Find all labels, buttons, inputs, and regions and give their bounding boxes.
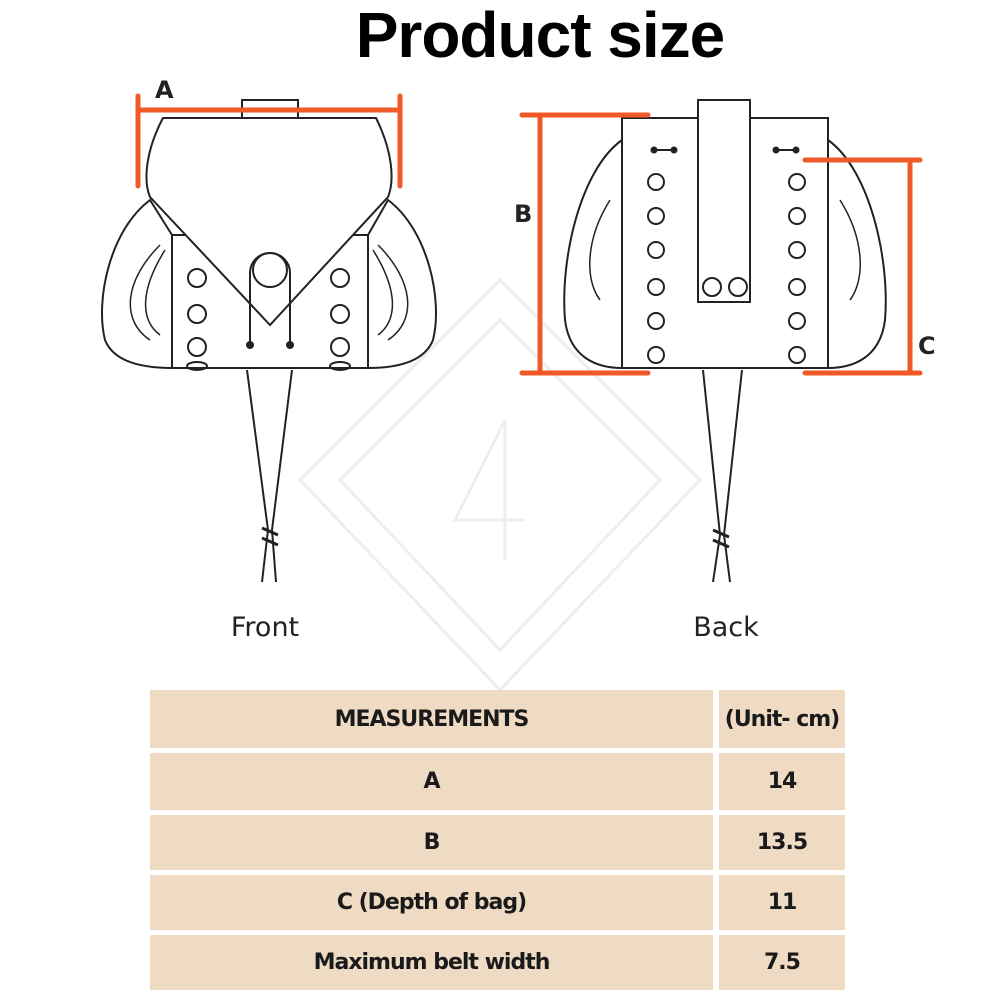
table-cell-value: 7.5 [719, 935, 845, 990]
table-header-unit: (Unit- cm) [719, 690, 845, 748]
dimension-b-line [519, 112, 651, 376]
dimension-a-line [135, 93, 403, 189]
table-header-measurements: MEASUREMENTS [150, 690, 713, 748]
front-label: Front [230, 612, 300, 643]
table-cell-label: B [150, 815, 713, 870]
back-bag-drawing [563, 99, 887, 583]
page-title: Product size [355, 0, 726, 71]
back-label: Back [693, 612, 759, 643]
dimension-a-label: A [155, 76, 174, 104]
table-cell-value: 11 [719, 875, 845, 930]
dimension-b-label: B [514, 200, 533, 228]
dimension-c-line [802, 157, 923, 376]
table-cell-label: A [150, 753, 713, 810]
table-cell-value: 13.5 [719, 815, 845, 870]
table-cell-label: C (Depth of bag) [150, 875, 713, 930]
dimension-lines [135, 93, 923, 376]
dimension-c-label: C [918, 332, 936, 360]
table-cell-label: Maximum belt width [150, 935, 713, 990]
table-cell-value: 14 [719, 753, 845, 810]
front-bag-drawing [101, 99, 437, 583]
